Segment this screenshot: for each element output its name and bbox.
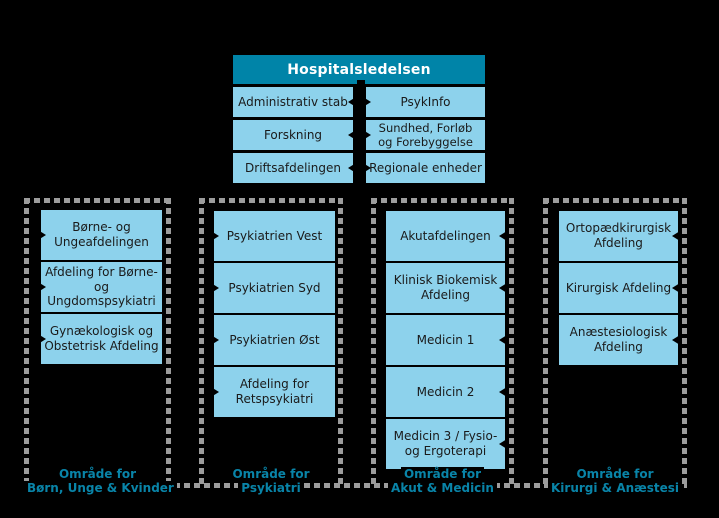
connector-arrow — [672, 283, 680, 293]
department-box: Gynækologisk og Obstetrisk Afdeling — [41, 314, 162, 364]
group-label: Område for Kirurgi & Anæstesi — [543, 467, 687, 495]
group-border-bottom — [24, 483, 687, 488]
department-box: Psykiatrien Syd — [214, 263, 335, 313]
department-box: Kirurgisk Afdeling — [559, 263, 678, 313]
department-box: Afdeling for Retspsykiatri — [214, 367, 335, 417]
staff-box-label: Driftsafdelingen — [245, 160, 341, 175]
group-label: Område for Akut & Medicin — [371, 467, 514, 495]
staff-box-label: Forskning — [263, 127, 323, 142]
group-border — [24, 198, 29, 488]
department-box: Psykiatrien Øst — [214, 315, 335, 365]
group-label-line2: Psykiatri — [238, 481, 304, 495]
connector-arrow — [363, 97, 371, 107]
group-border — [24, 198, 171, 203]
connector-arrow — [211, 335, 219, 345]
connector-arrow — [211, 283, 219, 293]
connector-arrow — [499, 335, 507, 345]
staff-box: Forskning — [233, 120, 353, 150]
connector-arrow — [499, 439, 507, 449]
department-label: Medicin 2 — [416, 384, 475, 399]
department-box: Afdeling for Børne- og Ungdomspsykiatri — [41, 262, 162, 312]
department-label: Klinisk Biokemisk Afdeling — [393, 273, 498, 302]
department-box: Medicin 1 — [386, 315, 505, 365]
department-label: Kirurgisk Afdeling — [565, 280, 672, 295]
group-label: Område for Psykiatri — [199, 467, 343, 495]
connector-arrow — [363, 163, 371, 173]
department-box: Ortopædkirurgisk Afdeling — [559, 211, 678, 261]
department-box: Anæstesiologisk Afdeling — [559, 315, 678, 365]
group-border — [543, 198, 548, 488]
staff-box: Administrativ stab — [233, 87, 353, 117]
group-border — [199, 198, 343, 203]
group-label: Område for Børn, Unge & Kvinder — [24, 467, 177, 495]
connector-arrow — [499, 283, 507, 293]
department-label: Medicin 1 — [416, 332, 475, 347]
department-label: Anæstesiologisk Afdeling — [569, 325, 668, 354]
group-label-line2: Akut & Medicin — [388, 481, 497, 495]
connector-arrow — [499, 231, 507, 241]
group-border — [338, 198, 343, 488]
hospital-management-header: Hospitalsledelsen — [233, 55, 485, 84]
hospital-management-title: Hospitalsledelsen — [287, 61, 431, 78]
connector-arrow — [348, 130, 356, 140]
connector-arrow — [211, 231, 219, 241]
connector-arrow — [38, 282, 46, 292]
staff-box-label: PsykInfo — [400, 94, 451, 109]
department-label: Afdeling for Børne- og Ungdomspsykiatri — [45, 265, 158, 309]
group-border — [371, 198, 514, 203]
staff-box: Driftsafdelingen — [233, 153, 353, 183]
department-box: Klinisk Biokemisk Afdeling — [386, 263, 505, 313]
department-box: Børne- og Ungeafdelingen — [41, 210, 162, 260]
department-box: Akutafdelingen — [386, 211, 505, 261]
staff-box-label: Sundhed, Forløb og Forebyggelse — [378, 120, 473, 149]
department-box: Psykiatrien Vest — [214, 211, 335, 261]
department-box: Medicin 2 — [386, 367, 505, 417]
department-label: Gynækologisk og Obstetrisk Afdeling — [44, 324, 159, 353]
group-label-line1: Område for — [55, 467, 139, 481]
connector-arrow — [38, 334, 46, 344]
group-border — [682, 198, 687, 488]
staff-box-label: Administrativ stab — [238, 94, 348, 109]
connector-arrow — [363, 130, 371, 140]
department-label: Afdeling for Retspsykiatri — [235, 377, 314, 406]
staff-box-label: Regionale enheder — [369, 160, 482, 175]
department-label: Psykiatrien Øst — [229, 332, 320, 347]
connector-arrow — [348, 163, 356, 173]
group-border — [166, 198, 171, 488]
group-border — [509, 198, 514, 488]
group-border — [371, 198, 376, 488]
department-label: Akutafdelingen — [400, 228, 491, 243]
group-label-line2: Børn, Unge & Kvinder — [24, 481, 177, 495]
staff-box: Sundhed, Forløb og Forebyggelse — [366, 120, 485, 150]
connector-arrow — [38, 230, 46, 240]
connector-arrow — [672, 231, 680, 241]
group-label-line1: Område for — [573, 467, 657, 481]
group-border — [199, 198, 204, 488]
department-box: Medicin 3 / Fysio- og Ergoterapi — [386, 419, 505, 469]
connector-line — [357, 80, 365, 86]
connector-arrow — [348, 97, 356, 107]
connector-arrow — [499, 387, 507, 397]
connector-arrow — [672, 335, 680, 345]
connector-arrow — [211, 387, 219, 397]
group-label-line2: Kirurgi & Anæstesi — [548, 481, 682, 495]
group-border — [543, 198, 687, 203]
department-label: Børne- og Ungeafdelingen — [54, 220, 149, 249]
department-label: Ortopædkirurgisk Afdeling — [565, 221, 672, 250]
staff-box: Regionale enheder — [366, 153, 485, 183]
group-label-line1: Område for — [400, 467, 484, 481]
group-label-line1: Område for — [229, 467, 313, 481]
department-label: Medicin 3 / Fysio- og Ergoterapi — [393, 429, 498, 458]
department-label: Psykiatrien Vest — [226, 228, 323, 243]
staff-box: PsykInfo — [366, 87, 485, 117]
department-label: Psykiatrien Syd — [228, 280, 321, 295]
